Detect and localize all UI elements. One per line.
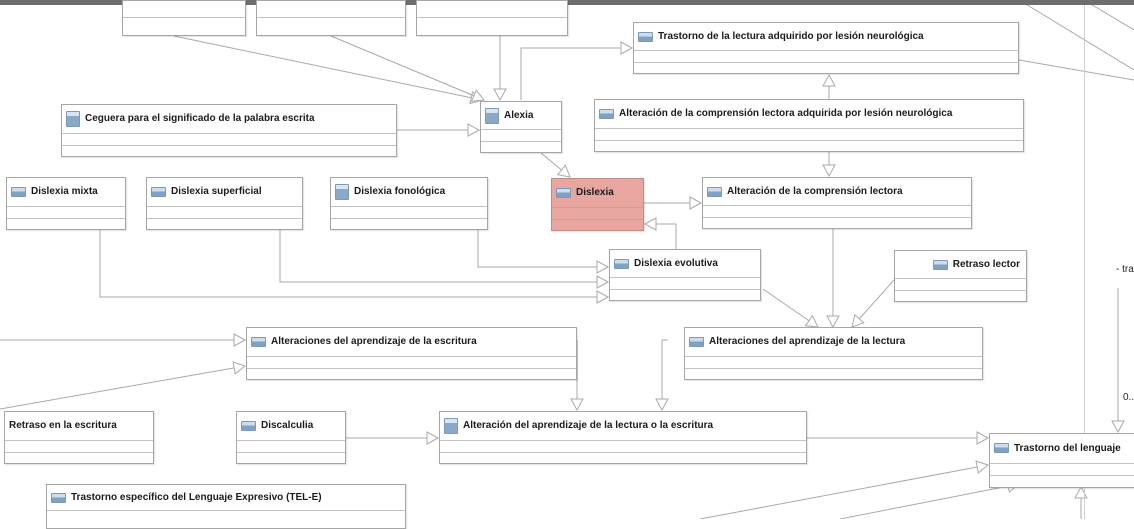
node-alteracion-lectura-escritura[interactable]: Alteración del aprendizaje de la lectura… [439, 411, 807, 464]
node-dislexia-fonologica[interactable]: Dislexia fonológica [330, 177, 488, 230]
generalization-arrowhead [467, 123, 481, 137]
node-label: Ceguera para el significado de la palabr… [85, 113, 315, 125]
partial-class-node[interactable] [256, 0, 406, 36]
relation-label-fragment: - tra [1116, 264, 1134, 275]
node-label: Alteración de la comprensión lectora adq… [619, 108, 953, 120]
class-icon [335, 183, 349, 200]
node-tel-e[interactable]: Trastorno específico del Lenguaje Expres… [46, 484, 406, 529]
generalization-edge[interactable] [477, 230, 608, 268]
generalization-arrowhead [822, 73, 836, 87]
generalization-edge[interactable] [661, 339, 668, 410]
node-dislexia-mixta[interactable]: Dislexia mixta [6, 177, 126, 230]
generalization-arrowhead [976, 431, 990, 445]
generalization-edge[interactable] [520, 47, 632, 100]
node-discalculia[interactable]: Discalculia [236, 411, 346, 464]
generalization-arrowhead [233, 333, 247, 347]
node-trastorno-lenguaje[interactable]: Trastorno del lenguaje [989, 433, 1134, 488]
generalization-edge[interactable] [839, 483, 1020, 519]
node-label: Dislexia [576, 187, 614, 199]
class-icon [66, 110, 80, 127]
class-icon [251, 336, 266, 347]
class-icon [932, 259, 948, 270]
node-label: Dislexia superficial [171, 186, 262, 198]
generalization-arrowhead [570, 398, 584, 412]
node-label: Dislexia evolutiva [634, 258, 718, 269]
partial-class-node[interactable] [122, 0, 246, 36]
node-label: Trastorno específico del Lenguaje Expres… [71, 492, 322, 503]
generalization-arrowhead [804, 314, 819, 328]
node-label: Retraso en la escritura [9, 420, 117, 432]
node-label: Alteración de la comprensión lectora [727, 186, 903, 197]
class-icon [614, 258, 629, 269]
generalization-edge[interactable] [699, 464, 989, 519]
class-icon [485, 107, 499, 124]
class-icon [11, 186, 26, 197]
generalization-arrowhead [689, 196, 703, 210]
generalization-arrowhead [1074, 485, 1088, 499]
generalization-arrowhead [1111, 420, 1125, 434]
class-icon [689, 336, 704, 347]
generalization-edge[interactable] [279, 230, 608, 283]
generalization-arrowhead [851, 313, 865, 328]
class-icon [599, 108, 614, 119]
node-label: Alexia [504, 110, 534, 121]
generalization-arrowhead [556, 164, 571, 178]
generalization-arrowhead [822, 164, 836, 178]
node-retraso-lector[interactable]: Retraso lector [894, 250, 1027, 302]
generalization-arrowhead [426, 431, 440, 445]
generalization-edge[interactable] [1083, 0, 1134, 31]
node-dislexia-selected[interactable]: Dislexia [551, 178, 644, 231]
generalization-arrowhead [596, 260, 610, 274]
generalization-arrowhead [470, 89, 485, 102]
generalization-edge[interactable] [330, 35, 485, 101]
generalization-arrowhead [596, 275, 610, 289]
node-label: Trastorno del lenguaje [1014, 442, 1121, 454]
class-icon [241, 420, 256, 431]
partial-class-node[interactable] [416, 0, 568, 36]
node-label: Alteración del aprendizaje de la lectura… [463, 420, 714, 432]
class-icon [994, 443, 1009, 454]
class-icon [444, 417, 458, 434]
node-label: Discalculia [261, 420, 314, 432]
generalization-arrowhead [655, 398, 669, 412]
generalization-arrowhead [596, 290, 610, 304]
class-icon [638, 31, 653, 42]
generalization-arrowhead [643, 217, 657, 231]
generalization-arrowhead [620, 41, 634, 55]
generalization-edge[interactable] [0, 365, 246, 410]
node-alteracion-comprension-adquirida[interactable]: Alteración de la comprensión lectora adq… [594, 99, 1024, 152]
generalization-edge[interactable] [645, 223, 677, 249]
node-label: Alteraciones del aprendizaje de la lectu… [709, 336, 906, 348]
node-alteracion-comprension[interactable]: Alteración de la comprensión lectora [702, 177, 972, 229]
node-alteraciones-escritura[interactable]: Alteraciones del aprendizaje de la escri… [246, 327, 577, 380]
generalization-arrowhead [975, 460, 990, 474]
node-label: Retraso lector [952, 259, 1020, 270]
node-label: Dislexia fonológica [354, 186, 446, 198]
generalization-arrowhead [826, 315, 840, 329]
class-icon [556, 187, 571, 198]
node-alteraciones-lectura[interactable]: Alteraciones del aprendizaje de la lectu… [684, 327, 983, 380]
frame-divider [1084, 5, 1085, 519]
generalization-arrowhead [493, 88, 507, 102]
class-icon [51, 492, 66, 503]
generalization-edge[interactable] [1018, 0, 1134, 71]
multiplicity-label: 0... [1123, 392, 1134, 403]
node-dislexia-superficial[interactable]: Dislexia superficial [146, 177, 303, 230]
node-label: Trastorno de la lectura adquirido por le… [658, 31, 924, 42]
generalization-edge[interactable] [173, 35, 483, 101]
node-ceguera-significado[interactable]: Ceguera para el significado de la palabr… [61, 104, 397, 157]
node-trastorno-lectura-adquirido[interactable]: Trastorno de la lectura adquirido por le… [633, 22, 1019, 74]
node-label: Dislexia mixta [31, 186, 98, 198]
generalization-edge[interactable] [1018, 59, 1134, 81]
node-label: Alteraciones del aprendizaje de la escri… [271, 336, 477, 348]
generalization-arrowhead [232, 361, 247, 375]
class-icon [151, 186, 166, 197]
node-alexia[interactable]: Alexia [480, 101, 562, 153]
class-icon [707, 186, 722, 197]
node-dislexia-evolutiva[interactable]: Dislexia evolutiva [609, 249, 761, 301]
node-retraso-escritura[interactable]: Retraso en la escritura [4, 411, 154, 464]
generalization-edge[interactable] [99, 230, 608, 298]
